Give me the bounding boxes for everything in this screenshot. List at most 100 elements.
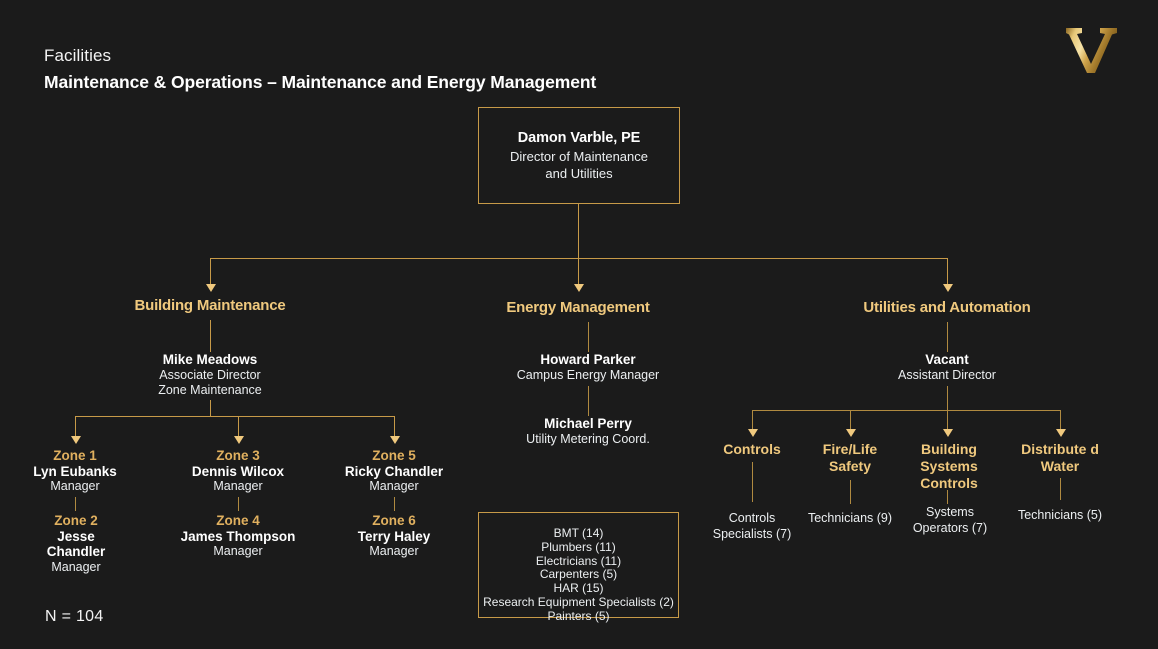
zone-1-node[interactable]: Zone 1 Lyn Eubanks Manager — [15, 448, 135, 495]
connector-bm-to-lead — [210, 320, 211, 352]
staff-distributed-water-text: Technicians (5) — [1017, 508, 1103, 522]
zone-2-name: Jesse Chandler — [46, 528, 106, 560]
trade-item: BMT (14) — [553, 526, 604, 540]
connector-fls-staff — [850, 480, 851, 504]
connector-to-utilities-automation — [947, 258, 948, 286]
staff-building-systems-controls: Systems Operators (7) — [897, 504, 1003, 536]
trades-count-box: BMT (14) Plumbers (11) Electricians (11)… — [478, 512, 679, 623]
staff-fire-life-safety-text: Technicians (9) — [807, 511, 893, 525]
lead-name-em: Howard Parker — [540, 352, 636, 367]
connector-top-bus — [210, 258, 948, 259]
lead-role-em: Campus Energy Manager — [516, 367, 660, 382]
unit-utilities-automation[interactable]: Utilities and Automation — [863, 299, 1031, 316]
subunit-fire-life-safety-label: Fire/Life Safety — [822, 441, 878, 474]
director-name: Damon Varble, PE — [517, 130, 641, 146]
staff-controls: Controls Specialists (7) — [702, 510, 802, 542]
staff-building-systems-controls-text: Systems Operators (7) — [912, 505, 988, 535]
trade-item: HAR (15) — [553, 581, 604, 596]
connector-dw-staff — [1060, 478, 1061, 500]
connector-to-building-maintenance — [210, 258, 211, 286]
connector-em-to-lead — [588, 322, 589, 352]
trade-item: Research Equipment Specialists (2) — [483, 594, 674, 609]
director-box: Damon Varble, PE Director of Maintenance… — [478, 107, 680, 204]
director-role-line1: Director of Maintenance — [509, 149, 648, 164]
lead-name-bm: Mike Meadows — [162, 352, 258, 367]
zone-2-title: Manager — [51, 559, 101, 574]
connector-to-zone5 — [394, 416, 395, 438]
lead-role-ua: Assistant Director — [898, 367, 996, 382]
staff-distributed-water: Technicians (5) — [1000, 507, 1120, 523]
connector-to-controls — [752, 410, 753, 430]
connector-zone1-zone2 — [75, 497, 76, 511]
zone-3-node[interactable]: Zone 3 Dennis Wilcox Manager — [178, 448, 298, 495]
zone-1-title: Manager — [50, 479, 100, 493]
connector-root-down — [578, 204, 579, 258]
connector-subunit-bus — [752, 410, 1061, 411]
zone-3-name: Dennis Wilcox — [191, 463, 285, 479]
page-eyebrow: Facilities — [44, 46, 112, 65]
arrow-zone3 — [234, 436, 244, 444]
connector-bsc-staff — [947, 490, 948, 504]
connector-ua-lead-down — [947, 386, 948, 410]
lead-role1-bm: Associate Director — [159, 367, 261, 382]
arrow-energy-management — [574, 284, 584, 292]
lead-howard-parker[interactable]: Howard Parker Campus Energy Manager — [468, 352, 708, 383]
arrow-zone1 — [71, 436, 81, 444]
unit-building-maintenance[interactable]: Building Maintenance — [134, 297, 286, 314]
connector-controls-staff — [752, 462, 753, 502]
zone-5-label: Zone 5 — [372, 448, 416, 463]
zone-4-label: Zone 4 — [216, 513, 260, 528]
connector-em-lead-to-second — [588, 386, 589, 416]
arrow-zone5 — [390, 436, 400, 444]
connector-to-distributed-water — [1060, 410, 1061, 430]
trade-item: Painters (5) — [547, 608, 610, 623]
subunit-controls[interactable]: Controls — [707, 441, 797, 458]
unit-energy-management[interactable]: Energy Management — [506, 299, 650, 316]
zone-2-node[interactable]: Zone 2 Jesse Chandler Manager — [30, 513, 122, 575]
director-role-line2: and Utilities — [545, 166, 613, 181]
subunit-controls-label: Controls — [723, 441, 781, 457]
subunit-building-systems-controls[interactable]: Building Systems Controls — [907, 441, 991, 492]
arrow-fire-life-safety — [846, 429, 856, 437]
connector-zone5-zone6 — [394, 497, 395, 511]
zone-2-label: Zone 2 — [54, 513, 98, 528]
zone-4-name: James Thompson — [180, 528, 296, 544]
subunit-building-systems-controls-label: Building Systems Controls — [920, 441, 978, 491]
subunit-distributed-water[interactable]: Distribute d Water — [1014, 441, 1106, 475]
lead-role2-bm: Zone Maintenance — [158, 383, 262, 397]
zone-3-title: Manager — [213, 479, 263, 493]
zone-4-title: Manager — [213, 544, 263, 558]
zone-5-name: Ricky Chandler — [344, 463, 444, 479]
zone-6-name: Terry Haley — [357, 528, 431, 544]
arrow-building-systems-controls — [943, 429, 953, 437]
lead-mike-meadows[interactable]: Mike Meadows Associate Director Zone Mai… — [80, 352, 340, 399]
second-name-em: Michael Perry — [544, 416, 632, 431]
arrow-distributed-water — [1056, 429, 1066, 437]
zone-6-node[interactable]: Zone 6 Terry Haley Manager — [334, 513, 454, 560]
subunit-fire-life-safety[interactable]: Fire/Life Safety — [810, 441, 890, 475]
zone-5-node[interactable]: Zone 5 Ricky Chandler Manager — [334, 448, 454, 495]
zone-6-label: Zone 6 — [372, 513, 416, 528]
subunit-distributed-water-label: Distribute d Water — [1021, 441, 1099, 474]
connector-to-energy-management — [578, 258, 579, 286]
trade-item: Plumbers (11) — [541, 539, 616, 554]
trade-item: Electricians (11) — [535, 553, 622, 568]
lead-vacant[interactable]: Vacant Assistant Director — [847, 352, 1047, 383]
node-michael-perry[interactable]: Michael Perry Utility Metering Coord. — [468, 416, 708, 447]
staff-controls-text: Controls Specialists (7) — [712, 511, 792, 541]
zone-6-title: Manager — [369, 544, 419, 558]
page-title: Maintenance & Operations – Maintenance a… — [44, 72, 597, 92]
connector-to-zone3 — [238, 416, 239, 438]
total-headcount: N = 104 — [45, 608, 104, 625]
connector-to-building-systems-controls — [947, 410, 948, 430]
arrow-controls — [748, 429, 758, 437]
connector-ua-to-lead — [947, 322, 948, 352]
zone-4-node[interactable]: Zone 4 James Thompson Manager — [163, 513, 313, 560]
arrow-utilities-automation — [943, 284, 953, 292]
vanderbilt-v-logo — [1060, 22, 1124, 78]
director-box-text: Damon Varble, PE Director of Maintenance… — [479, 130, 679, 182]
connector-bm-lead-down — [210, 400, 211, 416]
zone-1-label: Zone 1 — [53, 448, 97, 463]
director-role: Director of Maintenance and Utilities — [479, 148, 679, 182]
